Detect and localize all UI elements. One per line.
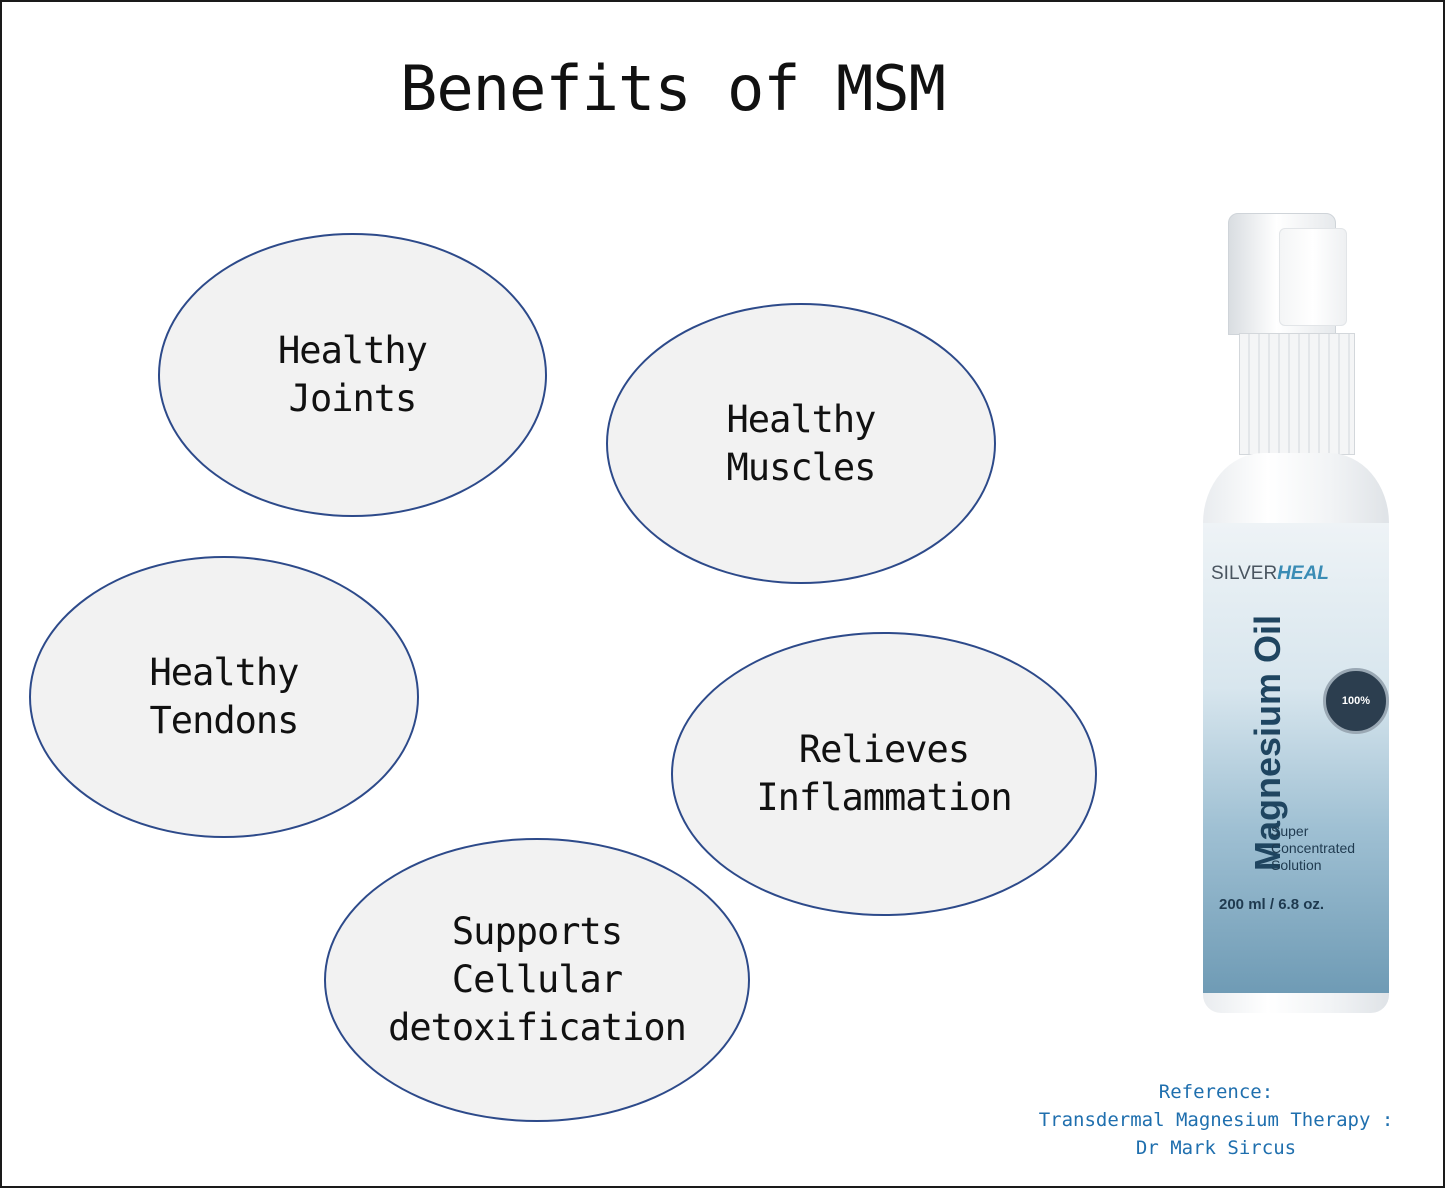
bubble-healthy-tendons: Healthy Tendons <box>29 556 419 838</box>
reference-label: Reference: <box>1158 1081 1274 1103</box>
product-bottle-image: SILVERHEAL Magnesium Oil 100% Super Conc… <box>1198 213 1398 1013</box>
bubble-line: detoxification <box>388 1006 687 1049</box>
bubble-line: Joints <box>288 377 418 420</box>
bottle-cap <box>1228 213 1347 335</box>
bubble-relieves-inflammation: Relieves Inflammation <box>671 632 1097 916</box>
bottle-collar <box>1239 333 1355 455</box>
bubble-line: Healthy <box>278 329 428 372</box>
product-subtitle: Super Concentrated Solution <box>1271 823 1356 873</box>
brand-logo: SILVERHEAL <box>1211 563 1329 584</box>
bubble-line: Muscles <box>726 445 877 489</box>
bubble-line: Inflammation <box>756 776 1012 819</box>
bubble-line: Healthy <box>726 397 877 441</box>
bubble-line: Relieves <box>798 728 970 771</box>
natural-badge-icon: 100% <box>1323 668 1389 734</box>
page-title: Benefits of MSM <box>400 52 946 125</box>
bubble-cellular-detoxification: Supports Cellular detoxification <box>324 838 750 1122</box>
reference-note: Reference: Transdermal Magnesium Therapy… <box>1010 1078 1422 1162</box>
bottle-nozzle <box>1279 228 1347 326</box>
bubble-line: Tendons <box>149 699 300 742</box>
bubble-line: Cellular <box>451 958 623 1001</box>
reference-author: Dr Mark Sircus <box>1135 1137 1297 1159</box>
product-volume: 200 ml / 6.8 oz. <box>1219 896 1325 913</box>
bubble-line: Supports <box>451 910 623 953</box>
bottle-label: SILVERHEAL Magnesium Oil 100% Super Conc… <box>1203 523 1389 993</box>
reference-source: Transdermal Magnesium Therapy : <box>1038 1109 1394 1131</box>
bottle-body: SILVERHEAL Magnesium Oil 100% Super Conc… <box>1203 453 1389 1013</box>
bubble-line: Healthy <box>149 651 300 694</box>
bubble-healthy-muscles: Healthy Muscles <box>606 303 996 584</box>
bubble-healthy-joints: Healthy Joints <box>158 233 547 517</box>
